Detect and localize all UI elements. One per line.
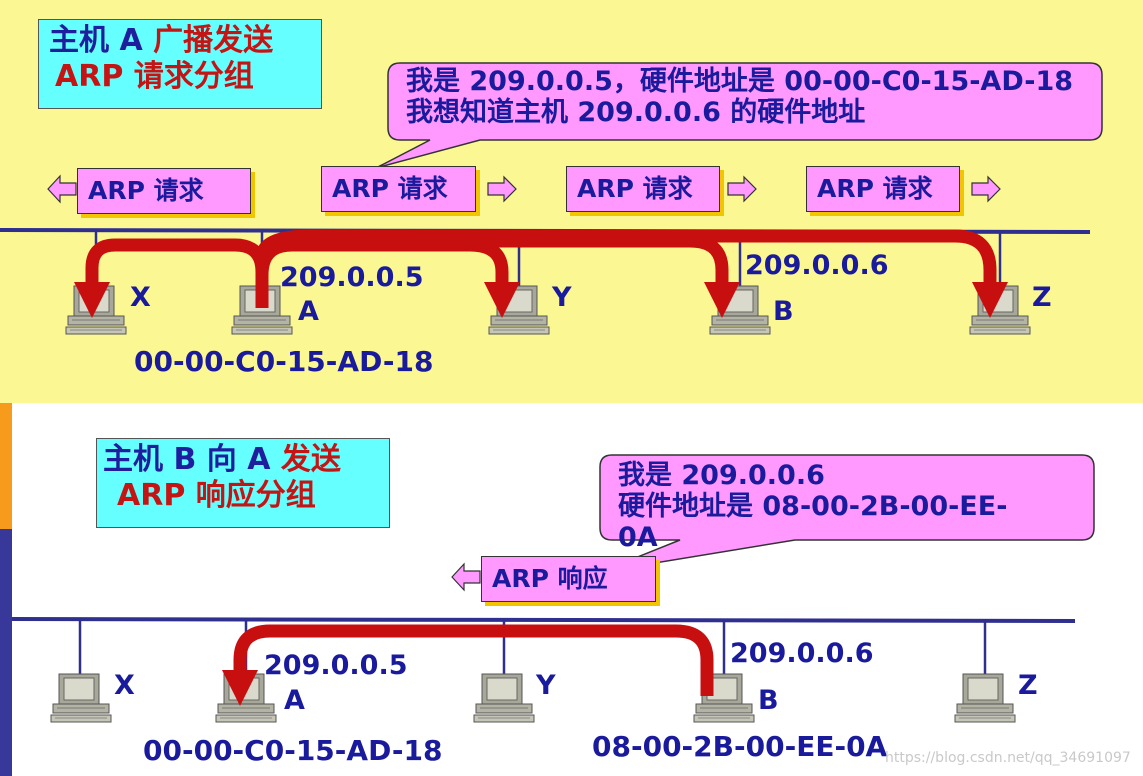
host-label-z: Z [1018, 670, 1038, 701]
left-accent-bar-blue [0, 529, 12, 776]
host-label-y: Y [536, 670, 556, 701]
ip-address-a: 209.0.0.5 [280, 262, 424, 293]
computer-icon [954, 673, 1016, 723]
host-label-a: A [298, 296, 319, 327]
callout-bottom-line1: 我是 209.0.0.6 [618, 460, 825, 491]
title-box-top: 主机 A 广播发送 ARP 请求分组 [38, 19, 322, 109]
arrow-left-icon [451, 562, 481, 592]
computer-icon [50, 673, 112, 723]
arrow-right-icon [971, 175, 1001, 203]
mac-address-a: 00-00-C0-15-AD-18 [134, 345, 434, 378]
title-bottom-line1-b: 发送 [280, 442, 341, 477]
arp-request-packet: ARP 请求 [566, 166, 720, 212]
mac-address-a: 00-00-C0-15-AD-18 [143, 734, 443, 767]
callout-top-line1: 我是 209.0.0.5，硬件地址是 00-00-C0-15-AD-18 [406, 66, 1074, 97]
packet-arrows-top [47, 174, 1001, 204]
response-arrow [233, 624, 714, 696]
title-top-line1-b: 广播发送 [153, 23, 274, 58]
ip-address-b: 209.0.0.6 [730, 638, 874, 669]
callout-bubble-top [375, 62, 1103, 169]
host-label-a: A [284, 685, 305, 716]
callout-text-bottom: 我是 209.0.0.6 硬件地址是 08-00-2B-00-EE- 0A [618, 460, 1088, 553]
host-label-x: X [114, 670, 135, 701]
arp-request-packet: ARP 请求 [806, 166, 960, 212]
arp-response-packet: ARP 响应 [481, 556, 656, 602]
title-bottom-line1-a: 主机 B 向 A [103, 442, 281, 477]
callout-bubble-bottom [599, 454, 1095, 573]
ip-address-b: 209.0.0.6 [745, 250, 889, 281]
computer-icon [473, 673, 535, 723]
callout-top-line2: 我想知道主机 209.0.0.6 的硬件地址 [406, 97, 866, 128]
host-label-b: B [773, 296, 794, 327]
left-accent-bar-orange [0, 403, 12, 529]
host-label-b: B [758, 685, 779, 716]
mac-address-b: 08-00-2B-00-EE-0A [592, 730, 888, 763]
callout-text-top: 我是 209.0.0.5，硬件地址是 00-00-C0-15-AD-18 我想知… [406, 66, 1096, 128]
arrow-right-icon [727, 175, 757, 203]
arp-request-packet: ARP 请求 [321, 166, 476, 212]
callout-bottom-line2: 硬件地址是 08-00-2B-00-EE- [618, 491, 1008, 522]
title-bottom-line2: ARP 响应分组 [117, 478, 316, 513]
watermark: https://blog.csdn.net/qq_34691097 [885, 750, 1131, 766]
title-box-bottom: 主机 B 向 A 发送 ARP 响应分组 [96, 438, 390, 528]
host-label-y: Y [552, 282, 572, 313]
arrowheads-top [74, 282, 1008, 318]
host-label-z: Z [1032, 282, 1052, 313]
callout-bottom-line3: 0A [618, 522, 658, 553]
ip-address-a: 209.0.0.5 [264, 650, 408, 681]
arp-request-packet: ARP 请求 [77, 168, 251, 214]
host-label-x: X [130, 282, 151, 313]
title-top-line2: ARP 请求分组 [55, 59, 254, 94]
title-top-line1-a: 主机 A [49, 23, 154, 58]
bus-line-bottom [11, 617, 1076, 623]
broadcast-arrows [85, 229, 997, 308]
